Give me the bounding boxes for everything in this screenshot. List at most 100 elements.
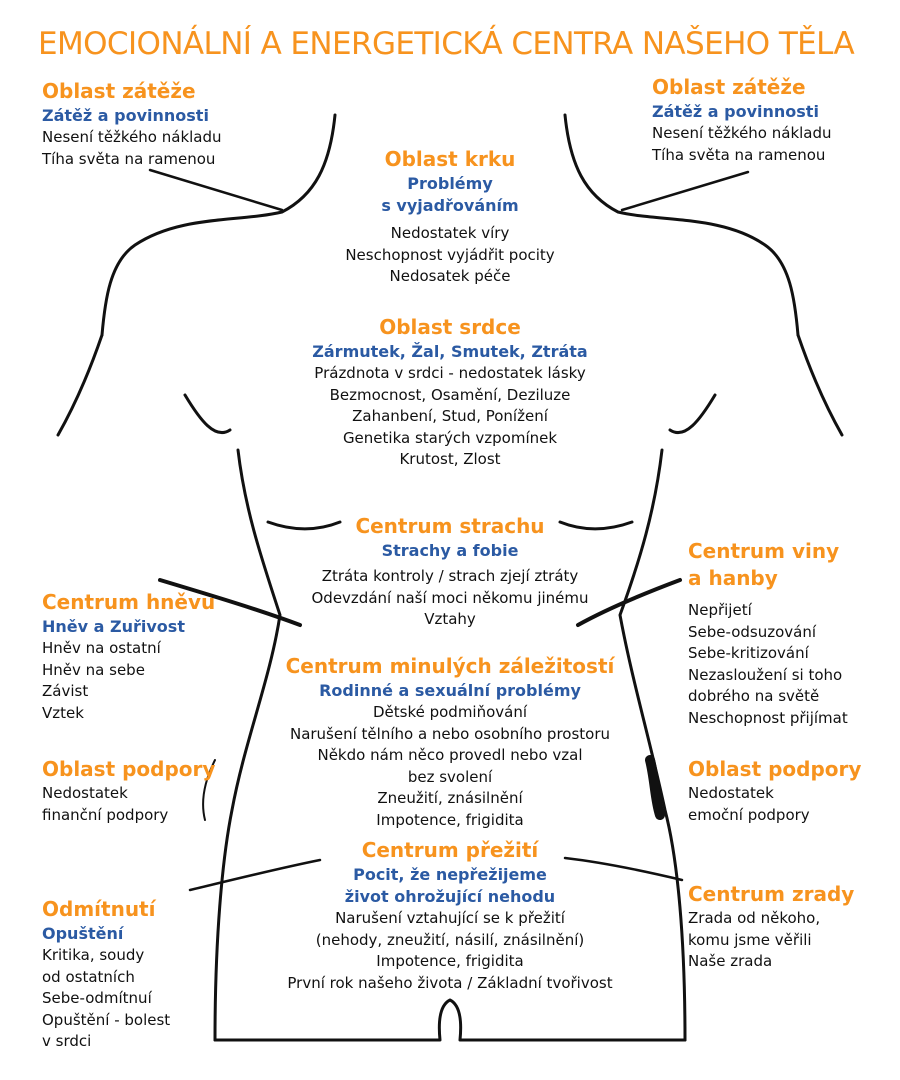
zone-heading: a hanby bbox=[688, 566, 778, 590]
torso-left-neck-line bbox=[100, 113, 337, 337]
zone-item: Impotence, frigidita bbox=[376, 810, 524, 829]
zone-item: Nedostatek víry bbox=[390, 224, 510, 242]
zone-item: Nezasloužení si toho bbox=[688, 665, 843, 684]
zone-heading: Centrum minulých záležitostí bbox=[285, 654, 615, 678]
zone-item: První rok našeho života / Základní tvoři… bbox=[287, 973, 613, 992]
zone-rejection: Odmítnutí Opuštění Kritika, soudy od ost… bbox=[42, 896, 170, 1053]
zone-item: dobrého na světě bbox=[688, 687, 820, 705]
zone-heading: Oblast podpory bbox=[688, 757, 862, 781]
zone-item: Nedostatek bbox=[688, 784, 774, 802]
zone-heading: Centrum viny bbox=[688, 539, 840, 563]
zone-past: Centrum minulých záležitostí Rodinné a s… bbox=[225, 653, 675, 831]
left-arm-inner-line bbox=[183, 393, 232, 434]
zone-item: Nesení těžkého nákladu bbox=[42, 128, 222, 146]
zone-subheading: Opuštění bbox=[42, 924, 124, 943]
zone-item: Hněv na ostatní bbox=[42, 639, 161, 657]
zone-item: Neschopnost přijímat bbox=[688, 708, 848, 727]
zone-item: Kritika, soudy bbox=[42, 946, 145, 964]
zone-shoulder-left: Oblast zátěže Zátěž a povinnosti Nesení … bbox=[42, 78, 222, 170]
rib-line-right bbox=[558, 520, 634, 531]
zone-heading: Centrum zrady bbox=[688, 882, 855, 906]
zone-item: Nedosatek péče bbox=[389, 267, 511, 285]
zone-heading: Oblast podpory bbox=[42, 757, 216, 781]
zone-item: od ostatních bbox=[42, 967, 135, 986]
zone-support-left: Oblast podpory Nedostatek finanční podpo… bbox=[42, 756, 215, 826]
legs-line bbox=[213, 998, 687, 1042]
zone-item: Odevzdání naší moci někomu jinému bbox=[311, 588, 589, 607]
zone-item: Nesení těžkého nákladu bbox=[652, 124, 832, 142]
zone-item: Zrada od někoho, bbox=[688, 909, 821, 927]
zone-item: Zahanbení, Stud, Ponížení bbox=[352, 407, 548, 425]
zone-heading: Centrum přežití bbox=[361, 838, 539, 862]
pointer-betrayal bbox=[563, 856, 684, 882]
zone-item: Nepřijetí bbox=[688, 601, 752, 619]
zone-item: Tíha světa na ramenou bbox=[652, 145, 826, 164]
zone-item: Prázdnota v srdci - nedostatek lásky bbox=[314, 364, 586, 382]
zone-heart: Oblast srdce Zármutek, Žal, Smutek, Ztrá… bbox=[250, 314, 650, 471]
zone-item: Tíha světa na ramenou bbox=[42, 149, 216, 168]
right-arm-outer-line bbox=[796, 333, 844, 437]
zone-subheading: Problémy bbox=[407, 174, 493, 193]
zone-subheading: Zármutek, Žal, Smutek, Ztráta bbox=[312, 342, 588, 361]
zone-fear: Centrum strachu Strachy a fobie Ztráta k… bbox=[250, 513, 650, 631]
zone-item: komu jsme věřili bbox=[688, 930, 812, 949]
zone-item: Závist bbox=[42, 682, 89, 700]
zone-heading: Odmítnutí bbox=[42, 897, 156, 921]
zone-subheading: Pocit, že nepřežijeme bbox=[353, 865, 547, 884]
torso-left-side-line bbox=[213, 448, 282, 1042]
pointer-anger bbox=[158, 578, 302, 627]
pointer-support-left bbox=[202, 759, 216, 821]
torso-right-side-line bbox=[618, 448, 687, 1042]
pointer-shoulder-left bbox=[148, 168, 284, 212]
zone-support-right: Oblast podpory Nedostatek emoční podpory bbox=[688, 756, 861, 826]
zone-item: Narušení vztahující se k přežití bbox=[335, 909, 565, 927]
zone-item: (nehody, zneužití, násilí, znásilnění) bbox=[315, 930, 585, 949]
zone-heading: Centrum hněvu bbox=[42, 590, 216, 614]
zone-item: Zneužití, znásilnění bbox=[377, 789, 523, 807]
zone-item: Bezmocnost, Osamění, Deziluze bbox=[329, 385, 571, 404]
pointer-guilt bbox=[576, 578, 682, 627]
zone-subheading: Zátěž a povinnosti bbox=[652, 102, 819, 121]
left-arm-outer-line bbox=[56, 333, 104, 437]
zone-item: Sebe-odsuzování bbox=[688, 622, 817, 641]
zone-item: Hněv na sebe bbox=[42, 660, 145, 679]
zone-heading: Centrum strachu bbox=[355, 514, 545, 538]
zone-item: Někdo nám něco provedl nebo vzal bbox=[317, 746, 583, 764]
zone-item: Genetika starých vzpomínek bbox=[342, 428, 558, 447]
zone-betrayal: Centrum zrady Zrada od někoho, komu jsme… bbox=[688, 881, 854, 973]
zone-item: Narušení tělního a nebo osobního prostor… bbox=[289, 724, 611, 743]
pointer-rejection bbox=[188, 858, 322, 892]
pointer-shoulder-right bbox=[620, 170, 750, 212]
zone-item: Naše zrada bbox=[688, 952, 773, 970]
zone-item: Neschopnost vyjádřit pocity bbox=[345, 245, 555, 264]
zone-shoulder-right: Oblast zátěže Zátěž a povinnosti Nesení … bbox=[652, 74, 832, 166]
right-arm-inner-line bbox=[668, 393, 717, 434]
zone-item: Sebe-odmítnuí bbox=[42, 989, 152, 1007]
zone-item: Dětské podmiňování bbox=[372, 703, 528, 721]
zone-survival: Centrum přežití Pocit, že nepřežijeme ži… bbox=[225, 837, 675, 994]
zone-item: emoční podpory bbox=[688, 805, 810, 824]
zone-item: v srdci bbox=[42, 1032, 92, 1050]
page-title: EMOCIONÁLNÍ A ENERGETICKÁ CENTRA NAŠEHO … bbox=[38, 26, 855, 62]
zone-subheading: Hněv a Zuřivost bbox=[42, 617, 185, 636]
zone-item: finanční podpory bbox=[42, 805, 169, 824]
zone-subheading: s vyjadřováním bbox=[381, 196, 519, 215]
zone-item: Ztráta kontroly / strach zjejí ztráty bbox=[321, 567, 579, 585]
zone-subheading: Strachy a fobie bbox=[381, 541, 519, 560]
pointer-support-right bbox=[645, 755, 665, 820]
zone-heading: Oblast zátěže bbox=[42, 79, 196, 103]
zone-item: Vztahy bbox=[424, 610, 476, 628]
zone-item: Sebe-kritizování bbox=[688, 644, 809, 662]
zone-anger: Centrum hněvu Hněv a Zuřivost Hněv na os… bbox=[42, 589, 215, 724]
zone-item: bez svolení bbox=[407, 767, 493, 786]
zone-item: Krutost, Zlost bbox=[399, 450, 501, 468]
zone-heading: Oblast srdce bbox=[379, 315, 521, 339]
zone-subheading: Zátěž a povinnosti bbox=[42, 106, 209, 125]
zone-throat: Oblast krku Problémy s vyjadřováním Nedo… bbox=[300, 146, 600, 288]
zone-item: Opuštění - bolest bbox=[42, 1010, 171, 1029]
zone-guilt: Centrum viny a hanby Nepřijetí Sebe-odsu… bbox=[688, 538, 848, 729]
zone-item: Vztek bbox=[42, 703, 84, 722]
zone-subheading: Rodinné a sexuální problémy bbox=[319, 681, 581, 700]
